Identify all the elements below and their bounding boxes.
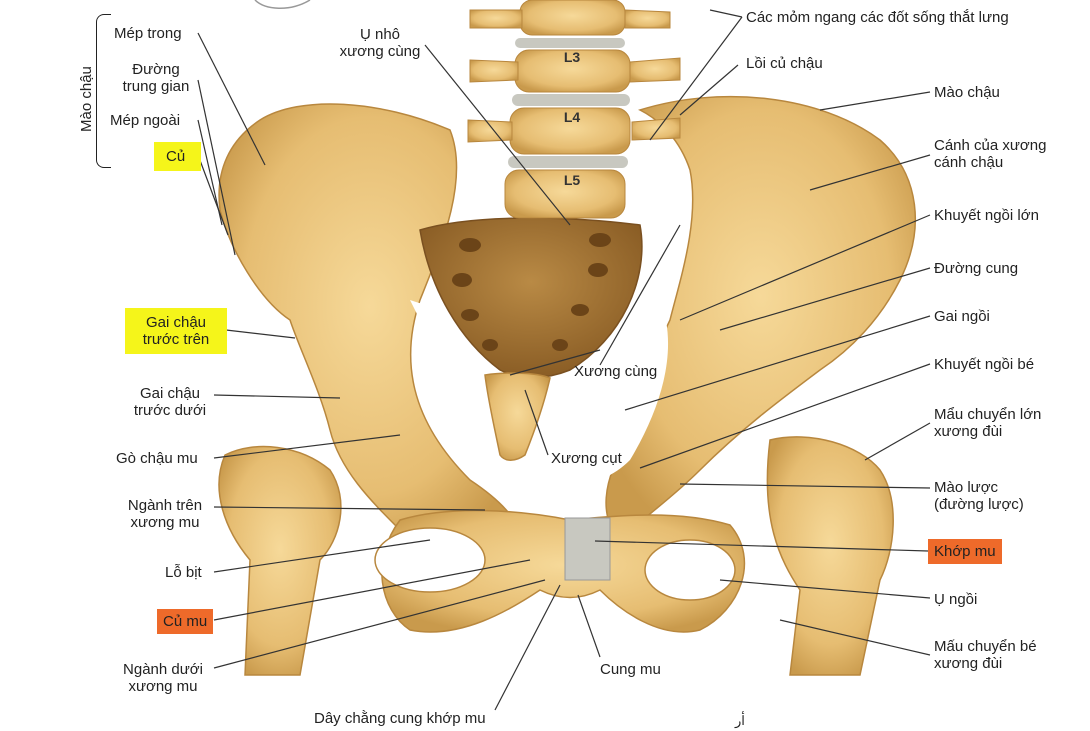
- label-u-ngoi: Ụ ngồi: [934, 591, 978, 608]
- label-day-chang-cung-khop-mu: Dây chằng cung khớp mu: [314, 710, 486, 727]
- label-go-chau-mu: Gò chậu mu: [116, 450, 198, 467]
- label-khop-mu: Khớp mu: [928, 539, 1002, 564]
- artist-signature: ﺃﺭ: [735, 714, 745, 729]
- label-loi-cu-chau: Lồi củ chậu: [746, 55, 823, 72]
- label-xuong-cung: Xương cùng: [574, 363, 658, 380]
- vertebra-l3: L3: [564, 49, 581, 65]
- leader-lines: [197, 9, 931, 711]
- label-cung-mu: Cung mu: [600, 661, 661, 678]
- vertebra-l4: L4: [564, 109, 581, 125]
- label-mep-ngoai: Mép ngoài: [110, 112, 181, 129]
- label-duong-cung: Đường cung: [934, 260, 1019, 277]
- label-mao-luoc: Mào lược(đường lược): [934, 479, 1024, 513]
- label-xuong-cut: Xương cụt: [551, 450, 622, 467]
- label-khuyet-ngoi-be: Khuyết ngồi bé: [934, 356, 1035, 373]
- left-femur: [218, 445, 342, 676]
- pubic-symphysis: [564, 517, 611, 581]
- label-mao-chau: Mào chậu: [934, 84, 1000, 101]
- coccyx: [484, 372, 551, 461]
- label-cu: Củ: [154, 142, 202, 171]
- lumbar-spine: [467, 0, 681, 219]
- label-mep-trong: Mép trong: [114, 25, 182, 42]
- label-lo-bit: Lỗ bịt: [165, 564, 202, 581]
- label-mom-ngang: Các mỏm ngang các đốt sống thắt lưng: [746, 9, 1009, 26]
- label-khuyet-ngoi-lon: Khuyết ngồi lớn: [934, 207, 1039, 224]
- group-title: Mào chậu: [78, 66, 95, 132]
- vertebra-l5: L5: [564, 172, 581, 188]
- right-obturator-foramen: [644, 539, 736, 601]
- right-femur: [766, 436, 894, 676]
- group-brace: [96, 14, 111, 168]
- label-cu-mu: Củ mu: [157, 609, 214, 634]
- label-gai-ngoi: Gai ngồi: [934, 308, 990, 325]
- left-obturator-foramen: [374, 527, 486, 593]
